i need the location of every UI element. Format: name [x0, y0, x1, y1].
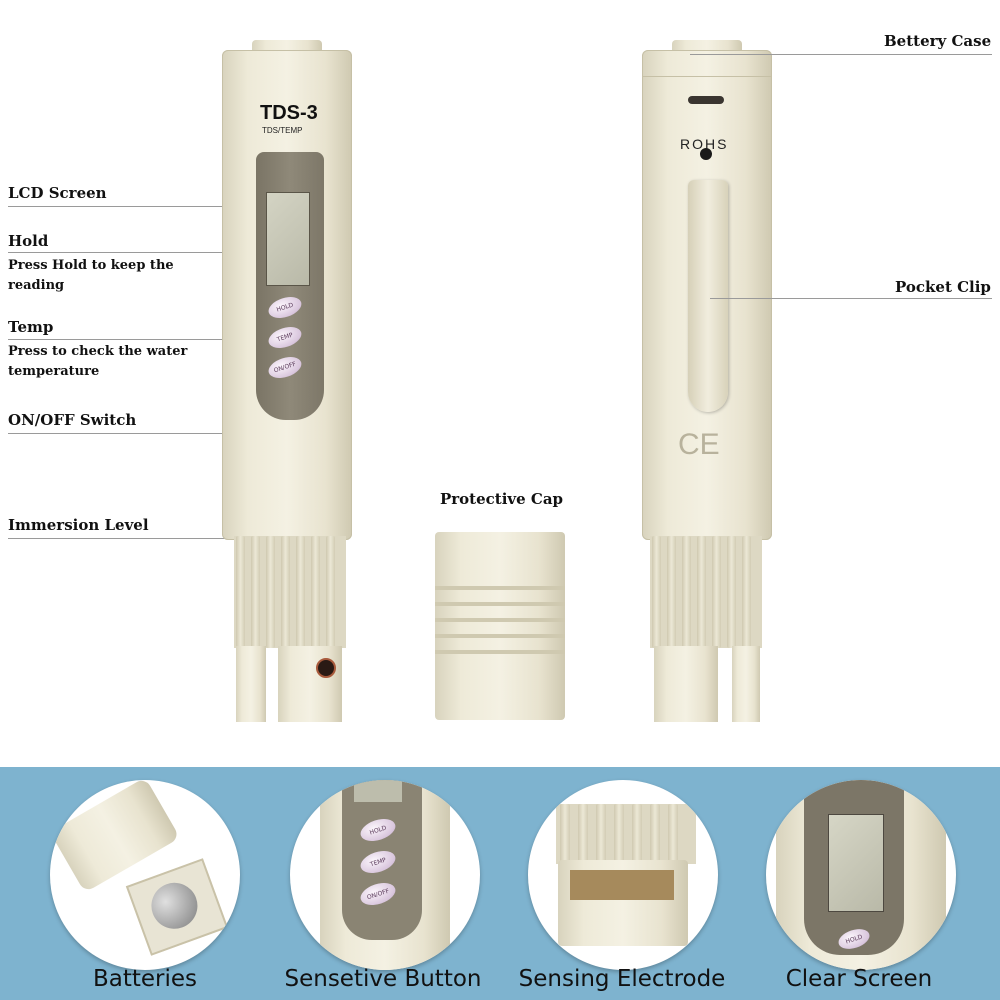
rohs-mark: ROHS	[680, 136, 729, 152]
pocket-clip[interactable]	[688, 180, 728, 412]
battery-compartment	[125, 858, 229, 956]
model-name: TDS-3	[260, 102, 318, 124]
immersion-level-label: Immersion Level	[8, 516, 149, 534]
battery-slot	[688, 96, 724, 104]
tds-meter-back: ROHS CE	[642, 40, 772, 730]
onoff-switch-label: ON/OFF Switch	[8, 411, 137, 429]
clear-screen-photo: HOLD	[766, 780, 956, 970]
batteries-photo	[50, 780, 240, 970]
hold-label: Hold	[8, 232, 49, 250]
onoff-leader-line	[8, 433, 288, 434]
back-electrode-right	[732, 646, 760, 722]
hold-description-2: reading	[8, 278, 65, 293]
sensing-electrode-caption: Sensing Electrode	[518, 966, 726, 992]
hold-leader-line	[8, 252, 288, 253]
temp-leader-line	[8, 339, 272, 340]
clear-screen-caption: Clear Screen	[785, 966, 933, 992]
lcd-screen-label: LCD Screen	[8, 184, 107, 202]
back-hole	[700, 148, 712, 160]
lcd-screen-leader-line	[8, 206, 270, 207]
pocket-clip-label: Pocket Clip	[895, 278, 991, 296]
front-electrode-right	[278, 646, 342, 722]
tds-meter-front: TDS-3 TDS/TEMP HOLD TEMP ON/OFF	[222, 40, 352, 730]
pocket-clip-leader-line	[710, 298, 992, 299]
battery-case-leader-line	[690, 54, 992, 55]
ce-mark: CE	[678, 428, 720, 461]
electrode-contacts	[570, 870, 674, 900]
front-electrode-left	[236, 646, 266, 722]
temp-description-1: Press to check the water	[8, 344, 188, 359]
electrode-ribs	[556, 804, 696, 864]
buttons-lcd-edge	[354, 780, 402, 802]
hold-description-1: Press Hold to keep the	[8, 258, 174, 273]
battery-case-label: Bettery Case	[884, 32, 992, 50]
sensitive-button-caption: Sensetive Button	[284, 966, 482, 992]
back-electrode-left	[654, 646, 718, 722]
immersion-leader-line	[8, 538, 348, 539]
clear-lcd-screen	[828, 814, 884, 912]
temp-label: Temp	[8, 318, 54, 336]
electrode-photo	[528, 780, 718, 970]
buttons-photo: HOLD TEMP ON/OFF	[290, 780, 480, 970]
batteries-caption: Batteries	[92, 966, 198, 992]
lcd-screen	[266, 192, 310, 286]
temp-description-2: temperature	[8, 364, 100, 379]
battery-case-seam	[642, 76, 772, 77]
model-subtitle: TDS/TEMP	[262, 126, 303, 135]
protective-cap-label: Protective Cap	[440, 490, 564, 508]
electrode-sensor-dot	[316, 658, 336, 678]
protective-cap	[435, 532, 565, 720]
